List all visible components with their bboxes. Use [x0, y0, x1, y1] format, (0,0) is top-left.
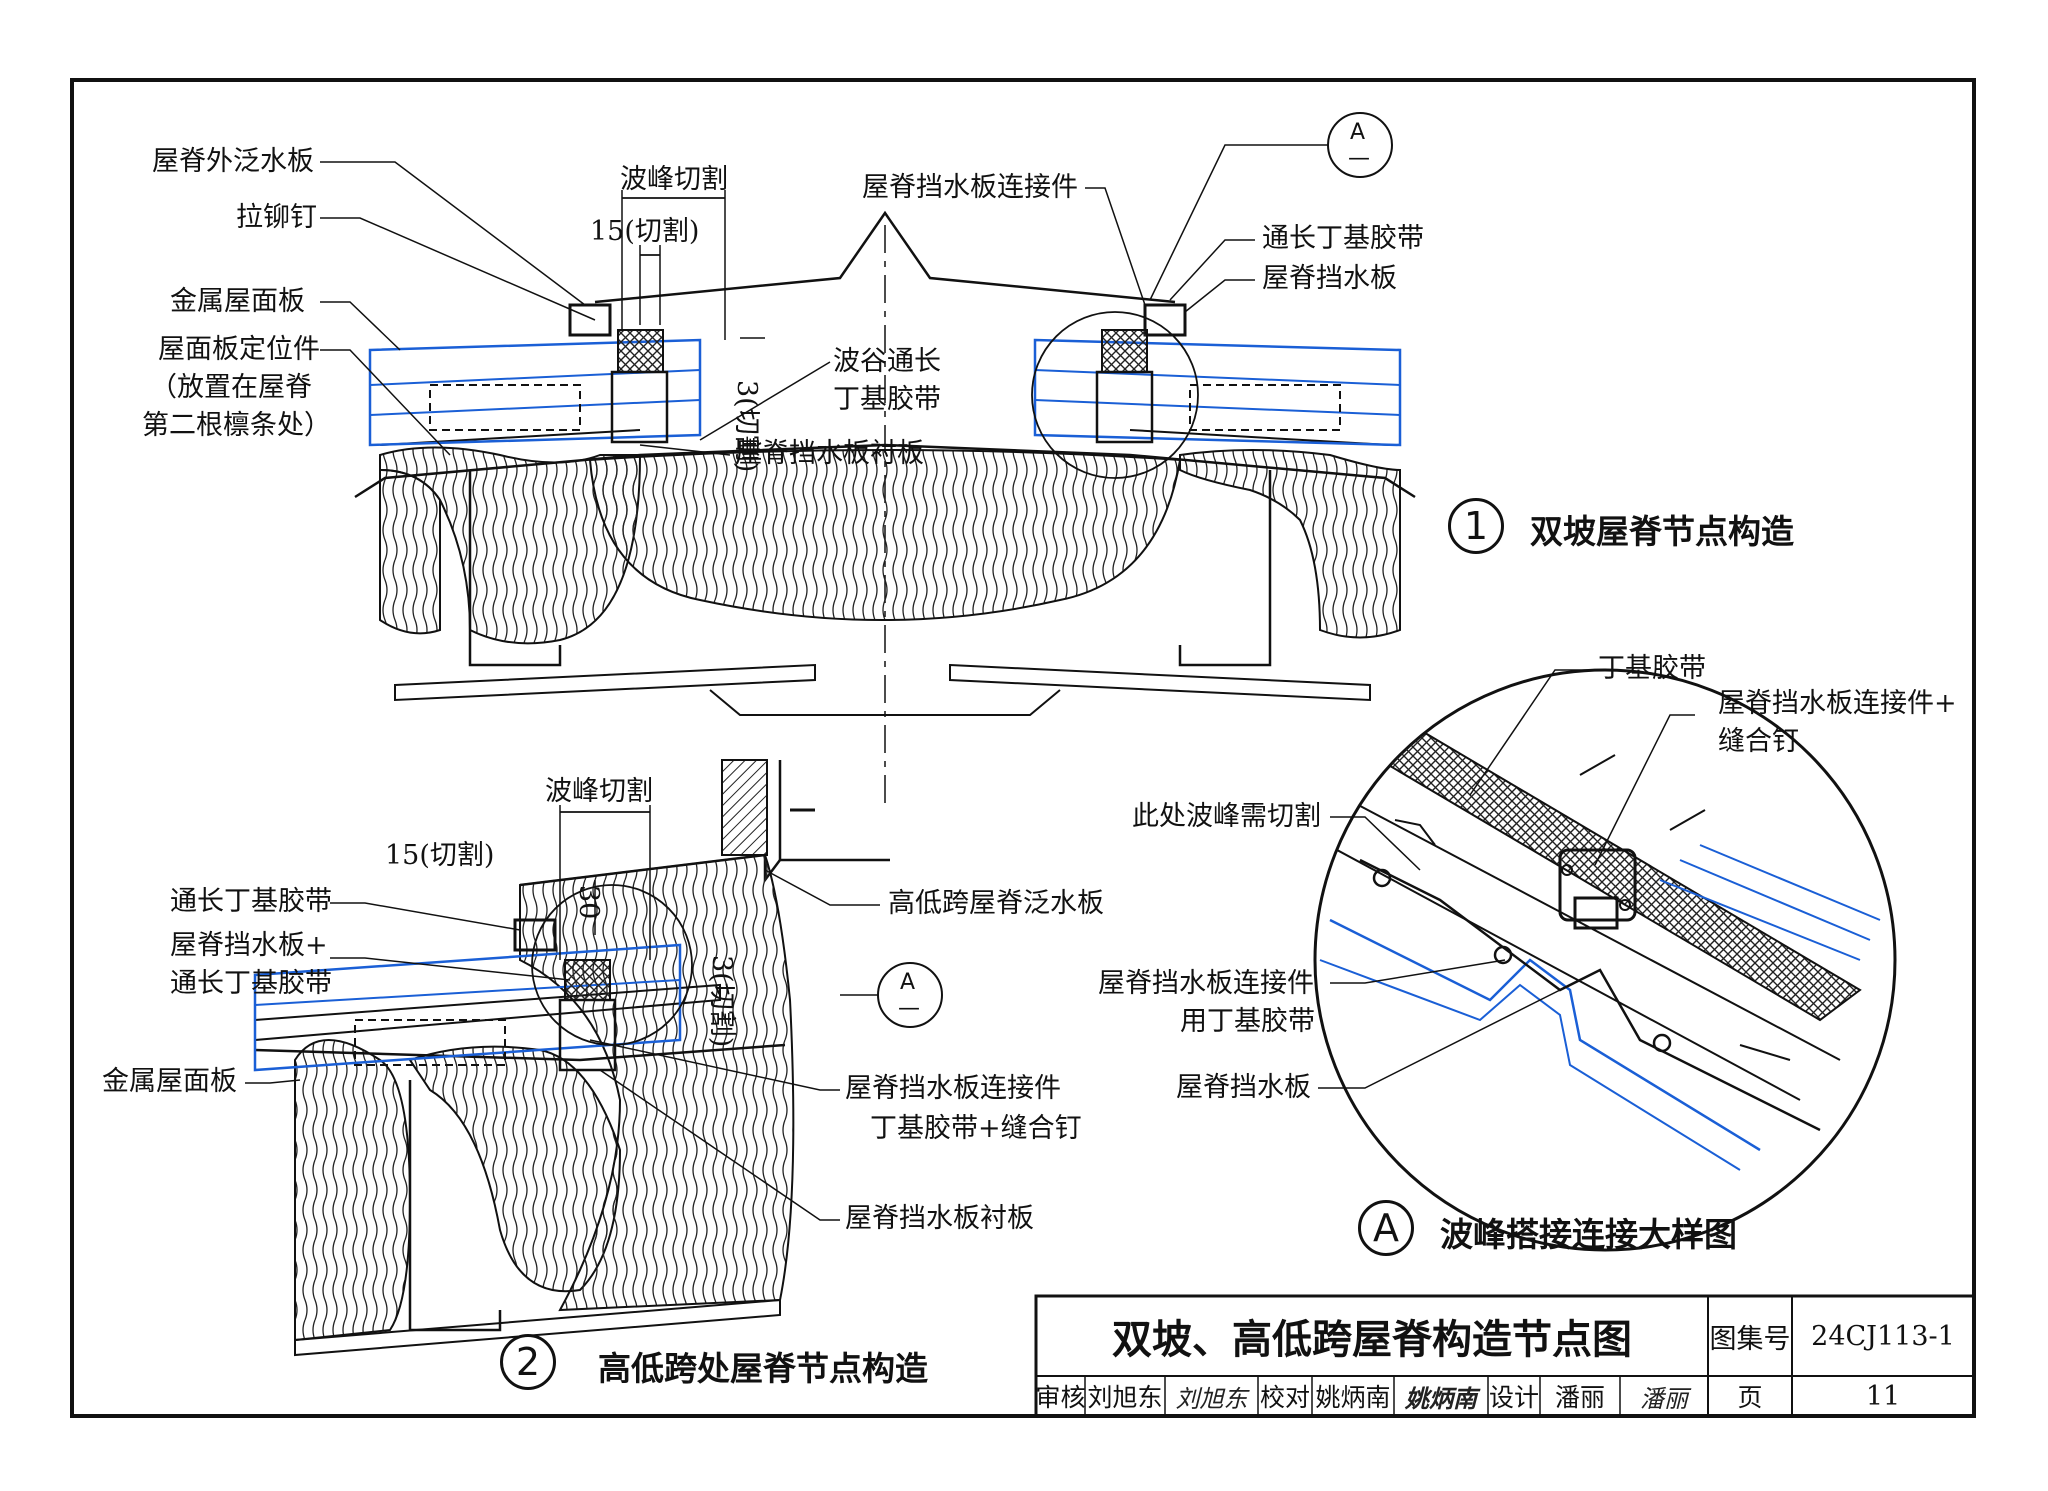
detail-1-title: 双坡屋脊节点构造	[1530, 512, 1794, 551]
label-panel-locator-3: 第二根檩条处）	[142, 410, 331, 441]
designer-signature: 潘丽	[1640, 1384, 1688, 1413]
d2-label-crest-cut: 波峰切割	[545, 776, 653, 807]
sheet-border	[70, 78, 1976, 1418]
d2-label-cut-15: 15(切割)	[385, 840, 495, 871]
label-metal-panel: 金属屋面板	[170, 286, 305, 317]
detail-a-title: 波峰搭接连接大样图	[1440, 1215, 1737, 1254]
label-valley-tape-1: 波谷通长	[833, 346, 941, 377]
a-label-connector-stitch-2: 缝合钉	[1718, 726, 1799, 757]
checker-name: 姚炳南	[1315, 1383, 1391, 1412]
a-label-connector-tape-1: 屋脊挡水板连接件	[1098, 968, 1314, 999]
d2-label-closure-tape-1: 屋脊挡水板+	[170, 930, 328, 961]
title-block-frame	[1034, 1294, 1976, 1418]
label-panel-locator-2: （放置在屋脊	[150, 372, 312, 403]
reviewer-name: 刘旭东	[1087, 1383, 1163, 1412]
d2-label-high-low-flashing: 高低跨屋脊泛水板	[888, 888, 1104, 919]
detail-1-ridge-drawing	[320, 112, 1416, 810]
label-full-tape: 通长丁基胶带	[1262, 223, 1424, 254]
label-crest-cut: 波峰切割	[620, 164, 728, 195]
page-label: 页	[1737, 1383, 1763, 1412]
detail-a-enlarged-drawing	[1313, 668, 1897, 1252]
ref-a-top-detail-1: A	[1350, 120, 1366, 145]
label-rivet: 拉铆钉	[236, 202, 317, 233]
d2-label-closure-liner: 屋脊挡水板衬板	[845, 1203, 1034, 1234]
designer-name: 潘丽	[1554, 1383, 1605, 1412]
ref-a-bottom-detail-1: —	[1348, 146, 1370, 171]
d2-label-closure-tape-2: 通长丁基胶带	[170, 968, 332, 999]
detail-2-number: 2	[500, 1334, 556, 1390]
detail-2-title: 高低跨处屋脊节点构造	[598, 1349, 928, 1388]
d2-label-cut-3: 3(切割)	[706, 955, 737, 1048]
label-outer-flashing: 屋脊外泛水板	[152, 146, 314, 177]
a-label-connector-tape-2: 用丁基胶带	[1180, 1006, 1315, 1037]
d2-label-full-tape: 通长丁基胶带	[170, 886, 332, 917]
drawing-title: 双坡、高低跨屋脊构造节点图	[1112, 1317, 1632, 1363]
d2-label-dim-30: 30	[573, 885, 604, 920]
label-closure-plate: 屋脊挡水板	[1262, 263, 1397, 294]
d2-label-connector-1: 屋脊挡水板连接件	[845, 1073, 1061, 1104]
review-label: 审核	[1035, 1383, 1086, 1412]
d2-label-connector-2: 丁基胶带+缝合钉	[870, 1113, 1082, 1144]
d2-label-metal-panel: 金属屋面板	[102, 1066, 237, 1097]
checker-signature: 姚炳南	[1405, 1383, 1477, 1413]
label-cut-15: 15(切割)	[590, 216, 700, 247]
ref-a-top-detail-2: A	[900, 970, 916, 995]
detail-a-letter: A	[1358, 1200, 1414, 1256]
design-label: 设计	[1488, 1383, 1539, 1412]
label-panel-locator-1: 屋面板定位件	[158, 334, 320, 365]
check-label: 校对	[1259, 1383, 1310, 1412]
detail-2-high-low-ridge-drawing	[245, 759, 943, 1357]
ref-a-bottom-detail-2: —	[898, 996, 920, 1021]
a-label-closure-plate: 屋脊挡水板	[1176, 1072, 1311, 1103]
a-label-connector-stitch-1: 屋脊挡水板连接件+	[1718, 688, 1957, 719]
label-closure-connector: 屋脊挡水板连接件	[862, 172, 1078, 203]
atlas-number: 24CJ113-1	[1811, 1320, 1955, 1352]
label-closure-liner: 屋脊挡水板衬板	[735, 438, 924, 469]
a-label-butyl-tape: 丁基胶带	[1598, 653, 1706, 684]
label-valley-tape-2: 丁基胶带	[833, 384, 941, 415]
reviewer-signature: 刘旭东	[1175, 1384, 1248, 1413]
page-number: 11	[1865, 1380, 1901, 1412]
detail-1-number: 1	[1448, 498, 1504, 554]
a-label-crest-cut-here: 此处波峰需切割	[1132, 801, 1321, 832]
atlas-label: 图集号	[1709, 1323, 1791, 1355]
